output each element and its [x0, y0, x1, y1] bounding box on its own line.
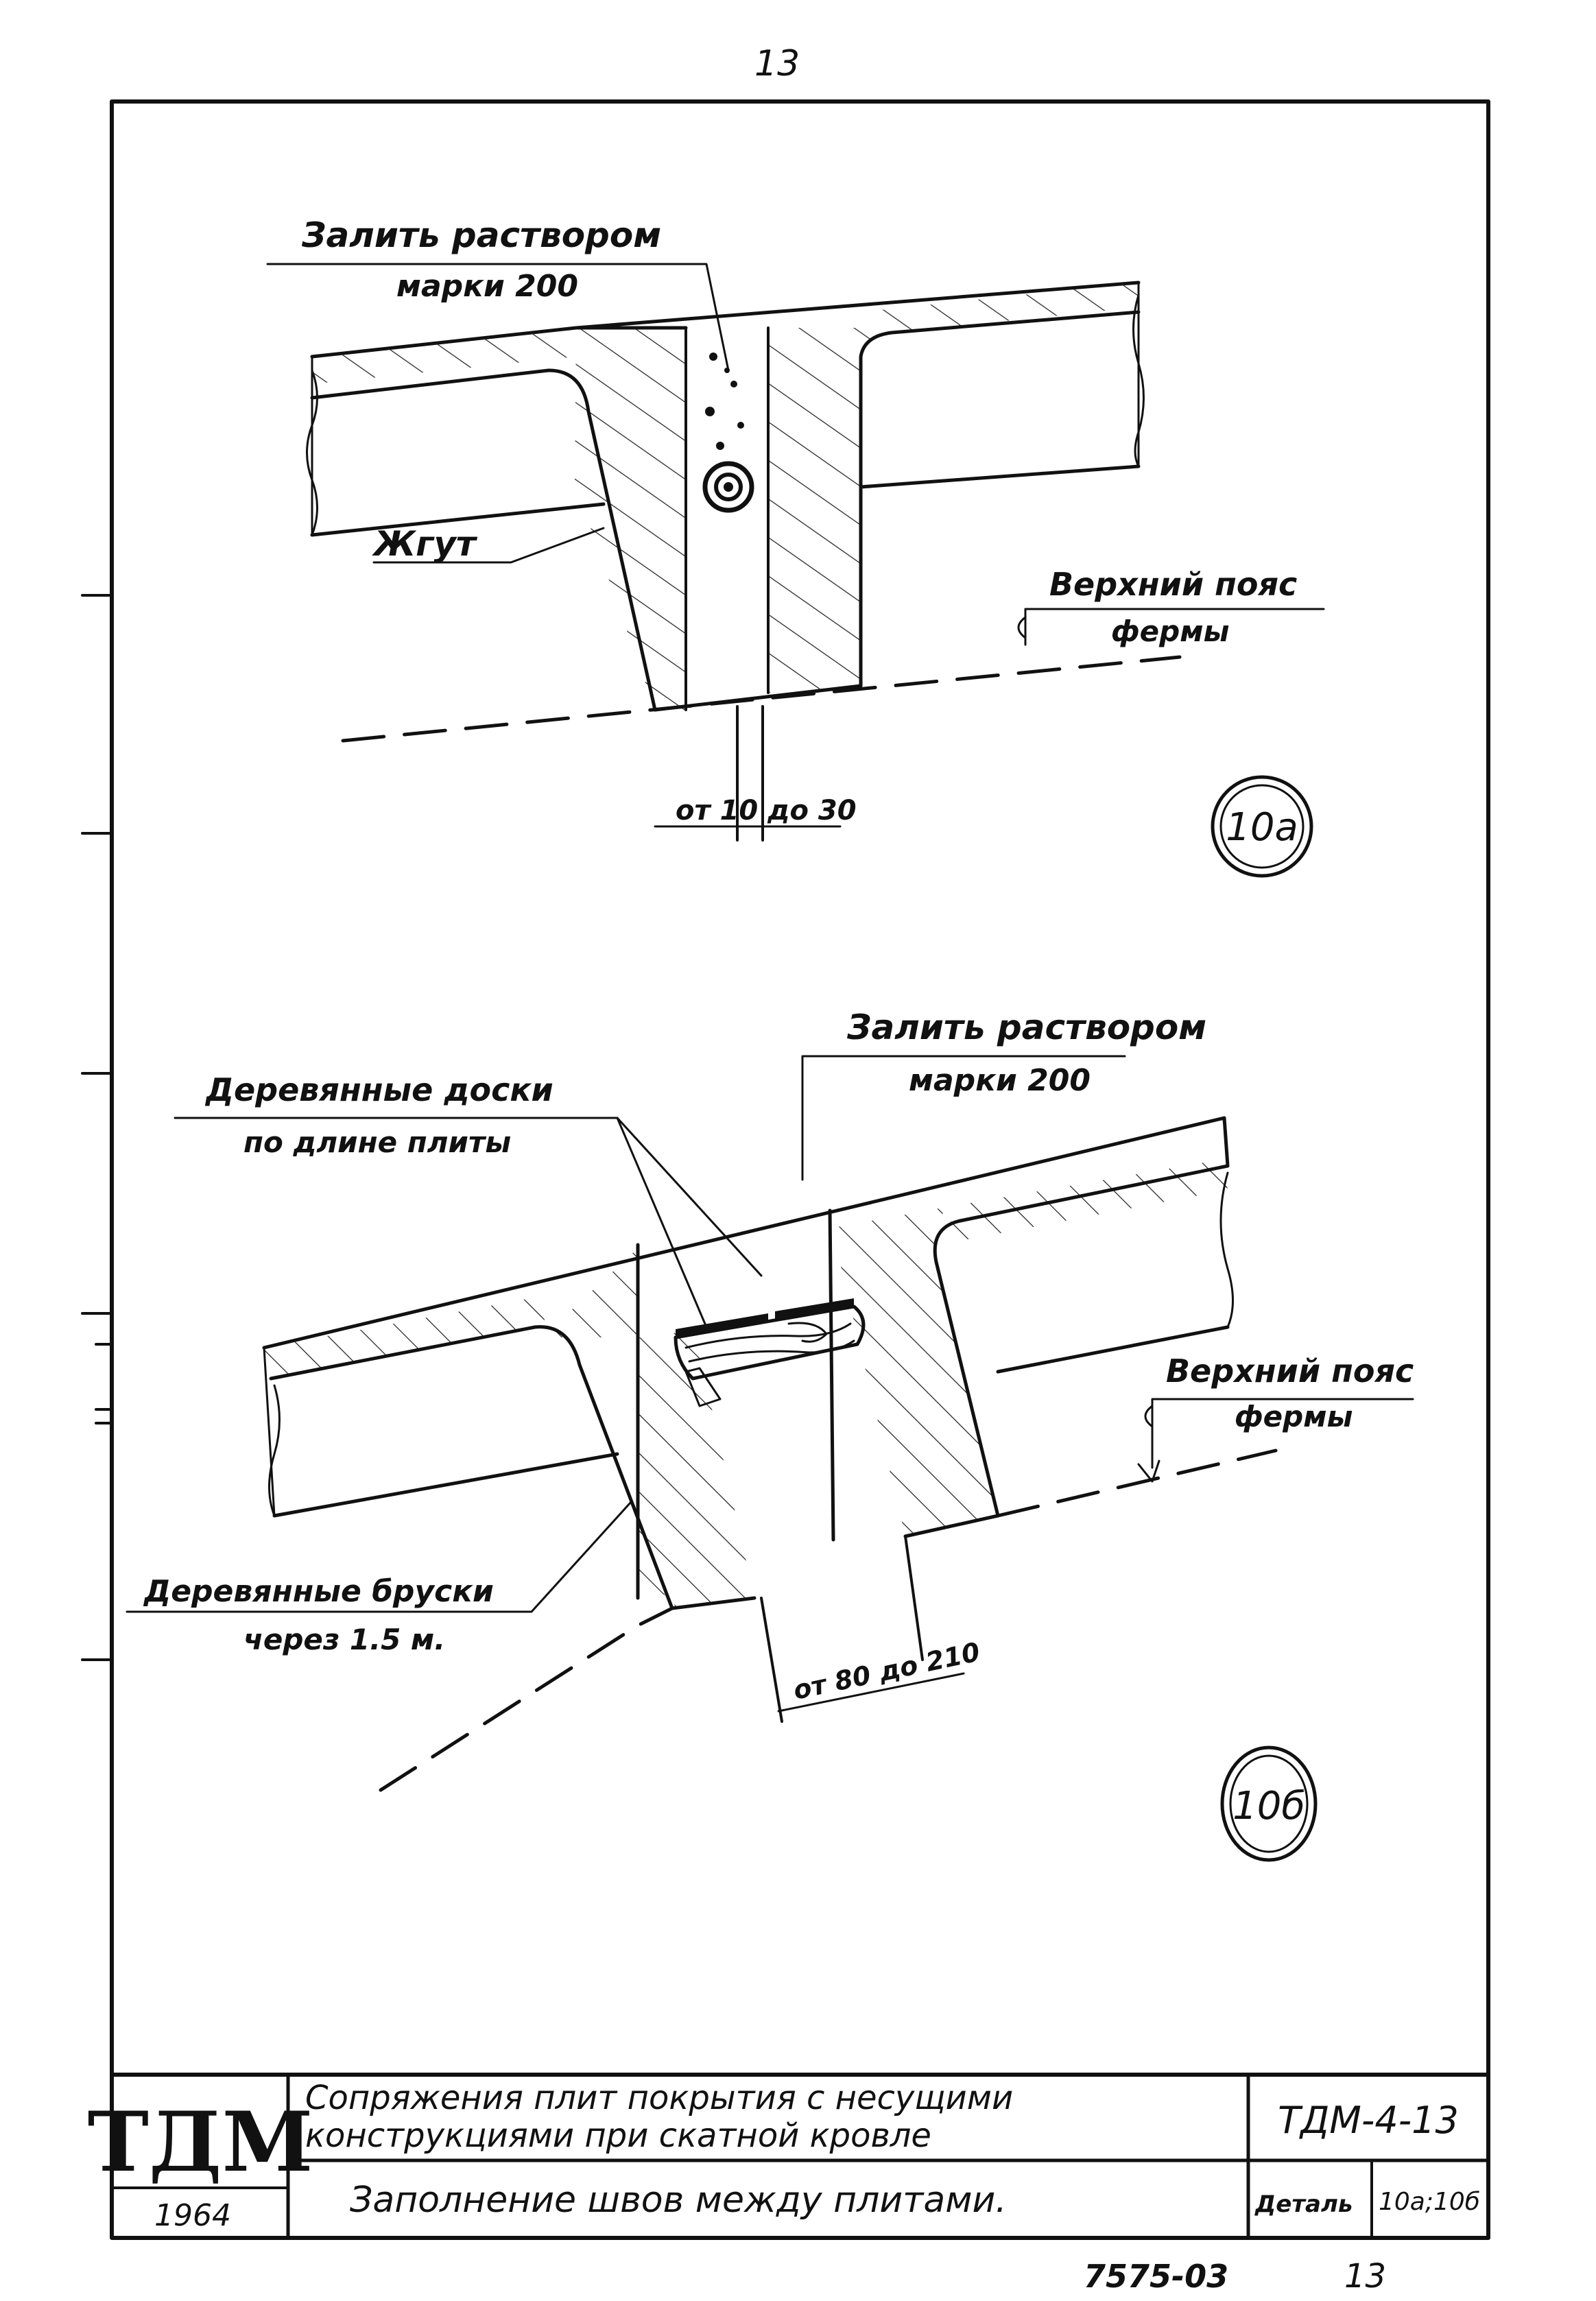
label-boards-2: по длине плиты — [243, 1125, 511, 1159]
wooden-board — [674, 1298, 866, 1407]
label-truss-a-1: Верхний пояс — [1049, 566, 1297, 603]
detail-value: 10а;10б — [1379, 2188, 1480, 2216]
slab-outline-b — [262, 1116, 1230, 1610]
joint-concrete-fill-a-right — [768, 328, 881, 693]
label-bars-1: Деревянные бруски — [143, 1574, 494, 1609]
archive-number: 7575-03 — [1084, 2258, 1228, 2295]
truss-chord-b — [379, 1606, 674, 1792]
detail-label: Деталь — [1254, 2191, 1353, 2218]
label-rope: Жгут — [372, 524, 478, 564]
marker-10a-text: 10а — [1226, 805, 1298, 850]
label-mortar-a-2: марки 200 — [396, 269, 578, 304]
joint-concrete-fill-b-right — [833, 1207, 998, 1536]
title-line-2: конструкциями при скатной кровле — [305, 2117, 931, 2155]
detail-10a: Залить раствором марки 200 Жгут Верхний … — [266, 215, 1325, 878]
label-boards-1: Деревянные доски — [204, 1071, 553, 1108]
subtitle: Заполнение швов между плитами. — [350, 2180, 1007, 2221]
detail-10b: Залить раствором марки 200 Деревянные до… — [126, 1008, 1414, 1862]
label-mortar-b-1: Залить раствором — [846, 1008, 1206, 1047]
title-block: ТДМ 1964 Сопряжения плит покрытия с несу… — [88, 2073, 1490, 2240]
title-line-1: Сопряжения плит покрытия с несущими — [305, 2079, 1013, 2117]
label-truss-b-2: фермы — [1235, 1400, 1353, 1433]
label-mortar-a-1: Залить раствором — [301, 215, 661, 255]
joint-concrete-fill-b-left — [542, 1248, 754, 1608]
label-gap-a: от 10 до 30 — [676, 795, 857, 826]
label-truss-a-2: фермы — [1111, 615, 1230, 648]
label-truss-b-1: Верхний пояс — [1166, 1352, 1414, 1390]
year: 1964 — [154, 2198, 231, 2233]
sheet-frame — [81, 99, 1490, 2240]
label-bars-2: через 1.5 м. — [243, 1623, 445, 1656]
label-mortar-b-2: марки 200 — [909, 1063, 1091, 1098]
joint-concrete-fill-a — [575, 328, 686, 710]
logo-tdm: ТДМ — [88, 2094, 313, 2191]
drawing-code: ТДМ-4-13 — [1278, 2099, 1459, 2142]
page-number-bottom: 13 — [1344, 2257, 1386, 2296]
detail-marker-10b — [1220, 1745, 1318, 1862]
page-number-top: 13 — [754, 43, 800, 84]
truss-chord-a — [341, 655, 1182, 743]
label-gap-b: от 80 до 210 — [791, 1636, 983, 1706]
detail-marker-10a — [1211, 775, 1313, 878]
marker-10b-text: 10б — [1232, 1784, 1305, 1828]
